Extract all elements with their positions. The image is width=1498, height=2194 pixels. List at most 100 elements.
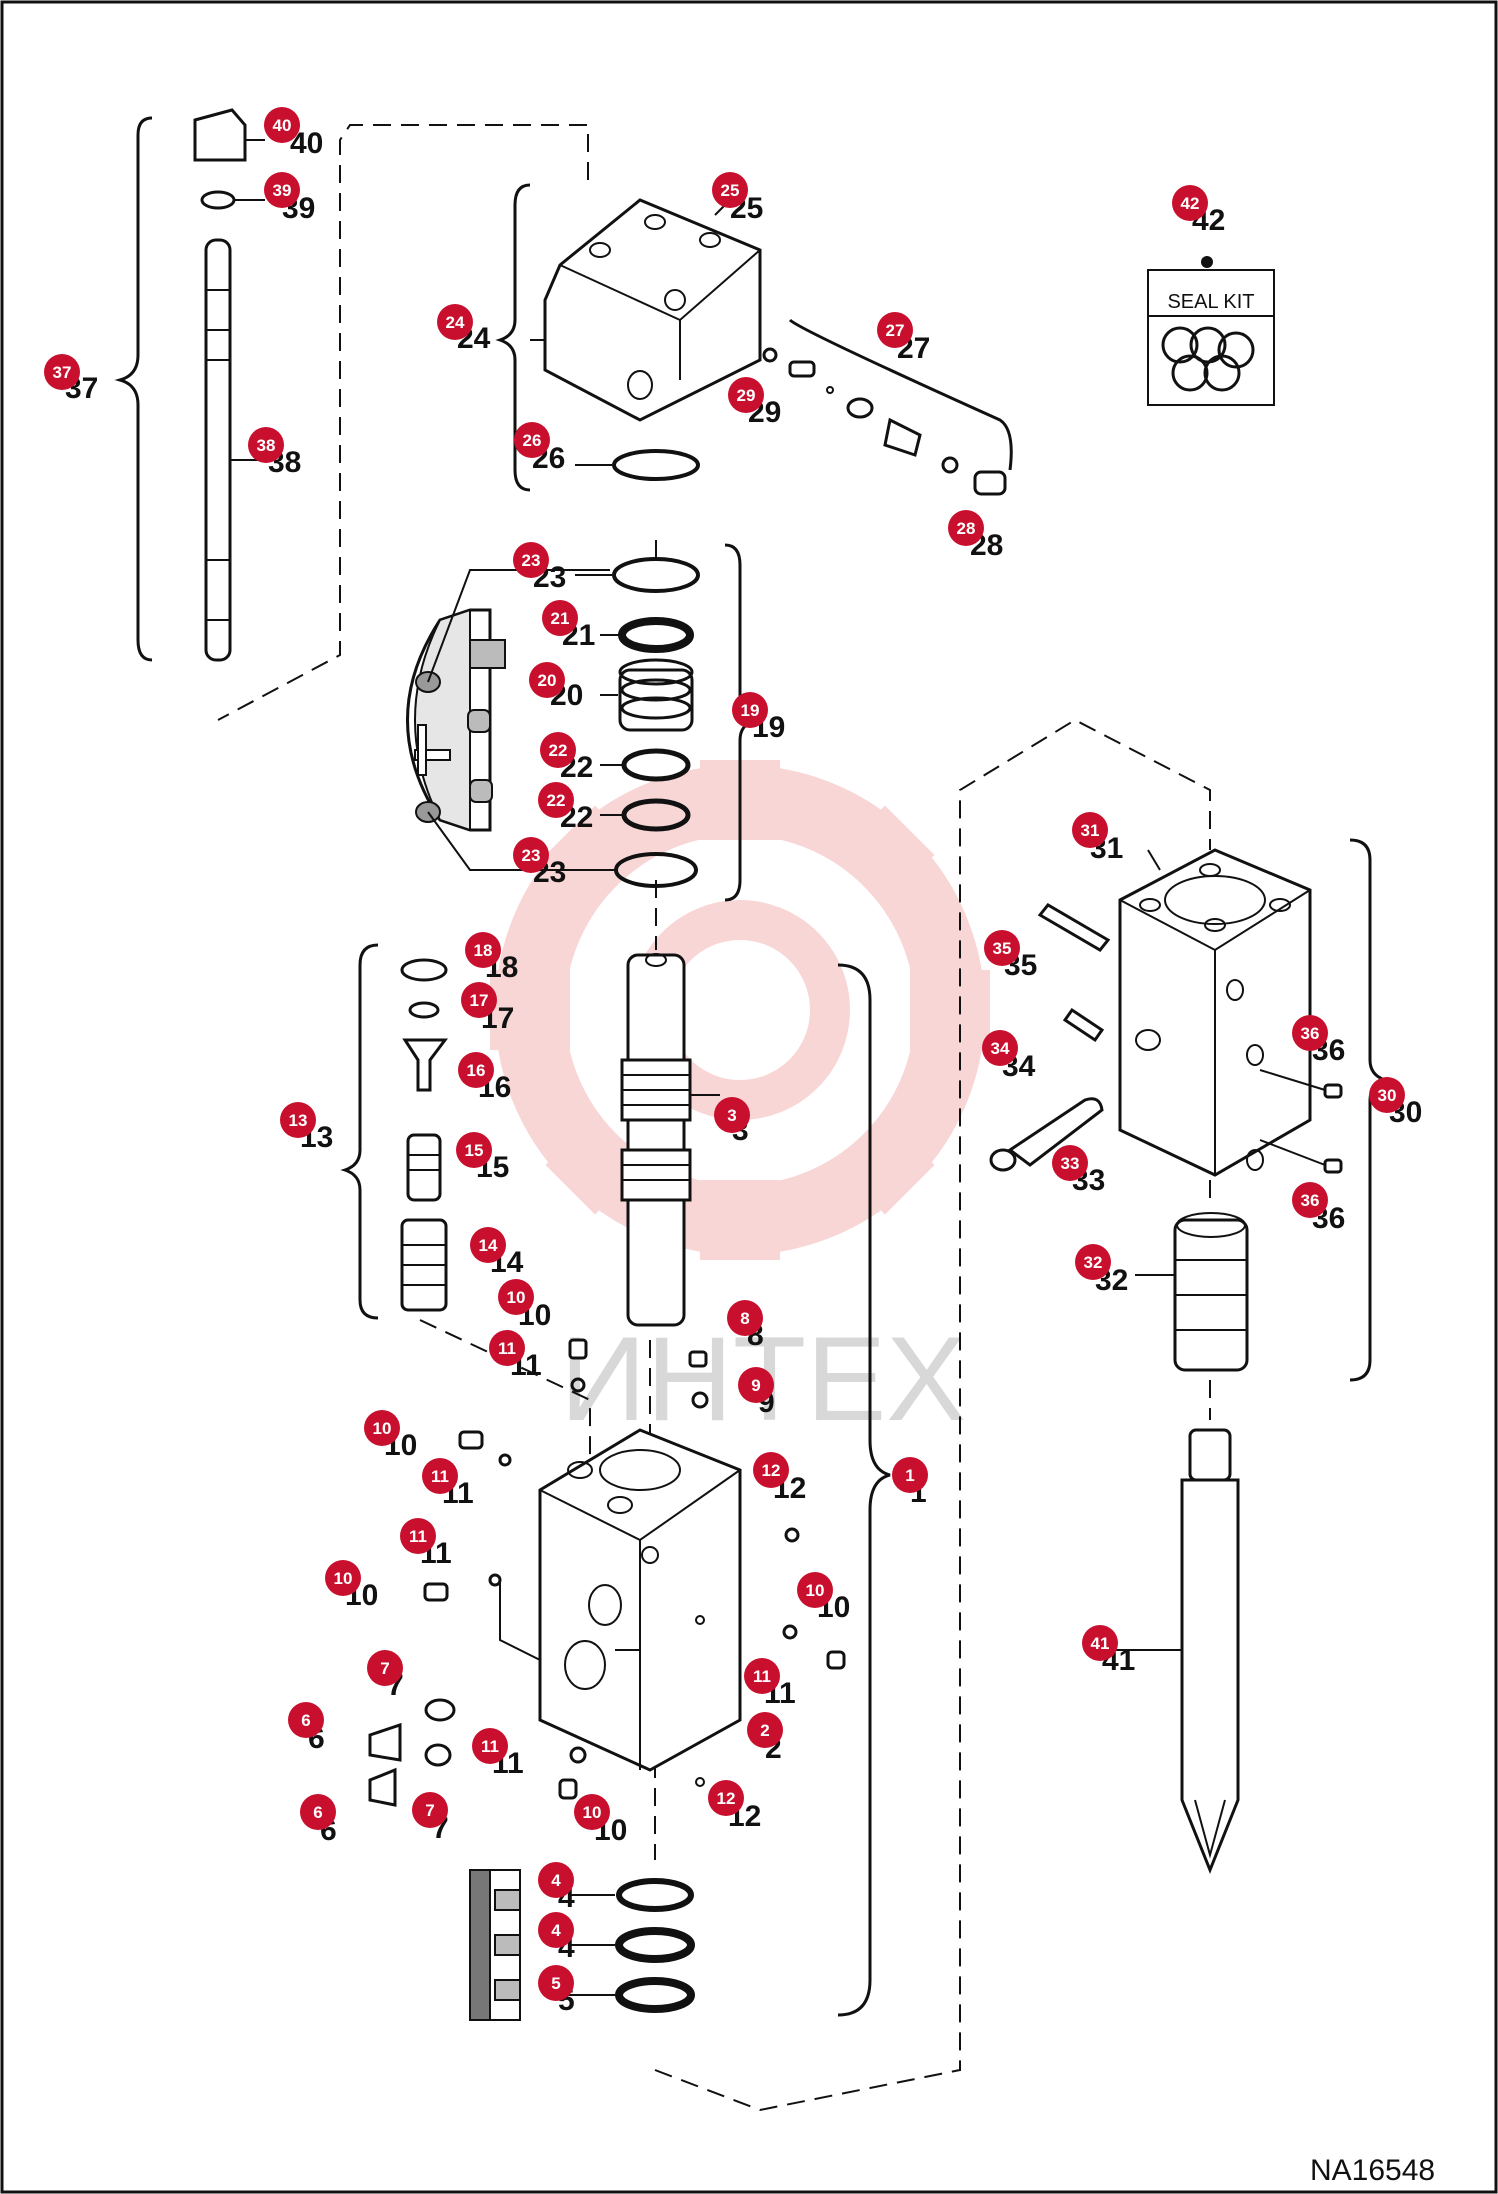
- callout-bubble-4b[interactable]: 4: [538, 1912, 574, 1948]
- callout-bubble-6a[interactable]: 6: [288, 1702, 324, 1738]
- brace-37: [114, 116, 153, 662]
- callout-bubble-20[interactable]: 20: [529, 662, 565, 698]
- callout-label: 13: [289, 1111, 308, 1130]
- callout-label: 4: [551, 1921, 561, 1940]
- callout-circle: [529, 662, 565, 698]
- callout-bubble-11a[interactable]: 11: [489, 1330, 525, 1366]
- callout-bubble-36a[interactable]: 36: [1292, 1015, 1328, 1051]
- callout-label: 9: [751, 1376, 760, 1395]
- callout-bubble-11b[interactable]: 11: [422, 1458, 458, 1494]
- callout-bubble-27[interactable]: 27: [877, 312, 913, 348]
- callout-bubble-2[interactable]: 2: [747, 1712, 783, 1748]
- callout-bubble-37[interactable]: 37: [44, 354, 80, 390]
- callout-bubble-10e[interactable]: 10: [574, 1794, 610, 1830]
- callout-bubble-10a[interactable]: 10: [498, 1279, 534, 1315]
- callout-label: 2: [760, 1721, 769, 1740]
- callout-bubble-10d[interactable]: 10: [797, 1572, 833, 1608]
- callout-bubble-7a[interactable]: 7: [367, 1650, 403, 1686]
- callout-circle: [264, 172, 300, 208]
- callout-label: 39: [273, 181, 292, 200]
- callout-label: 34: [991, 1039, 1010, 1058]
- callout-bubble-1[interactable]: 1: [892, 1457, 928, 1493]
- seal-kit-label: SEAL KIT: [1167, 291, 1254, 313]
- callout-bubble-22b[interactable]: 22: [538, 782, 574, 818]
- callout-circle: [728, 377, 764, 413]
- callout-bubble-3[interactable]: 3: [714, 1097, 750, 1133]
- callout-bubble-21[interactable]: 21: [542, 600, 578, 636]
- callout-bubble-24[interactable]: 24: [437, 304, 473, 340]
- callout-circle: [540, 732, 576, 768]
- callout-bubble-29[interactable]: 29: [728, 377, 764, 413]
- callout-bubble-23b[interactable]: 23: [513, 837, 549, 873]
- callout-circle: [574, 1794, 610, 1830]
- callout-label: 10: [373, 1419, 392, 1438]
- callout-bubble-42[interactable]: 42: [1172, 185, 1208, 221]
- callout-bubble-32[interactable]: 32: [1075, 1244, 1111, 1280]
- callout-bubble-28[interactable]: 28: [948, 510, 984, 546]
- callout-bubble-33[interactable]: 33: [1052, 1145, 1088, 1181]
- callout-bubble-9[interactable]: 9: [738, 1367, 774, 1403]
- callout-bubble-15[interactable]: 15: [456, 1132, 492, 1168]
- callout-bubble-8[interactable]: 8: [727, 1300, 763, 1336]
- callout-bubble-11d[interactable]: 11: [744, 1658, 780, 1694]
- callout-bubble-25[interactable]: 25: [712, 172, 748, 208]
- seal-stack-19: [612, 557, 700, 888]
- callout-label: 25: [721, 181, 740, 200]
- callout-bubble-16[interactable]: 16: [458, 1052, 494, 1088]
- callout-label: 12: [762, 1461, 781, 1480]
- callout-bubble-26[interactable]: 26: [514, 422, 550, 458]
- callout-bubble-17[interactable]: 17: [461, 982, 497, 1018]
- cylinder-block-2: [499, 1428, 742, 1772]
- callout-bubble-6b[interactable]: 6: [300, 1794, 336, 1830]
- callout-circle: [498, 1279, 534, 1315]
- callout-circle: [513, 837, 549, 873]
- callout-circle: [738, 1367, 774, 1403]
- callout-bubble-22a[interactable]: 22: [540, 732, 576, 768]
- callout-circle: [948, 510, 984, 546]
- callout-bubble-7b[interactable]: 7: [412, 1792, 448, 1828]
- callout-bubble-12b[interactable]: 12: [708, 1780, 744, 1816]
- callout-circle: [288, 1702, 324, 1738]
- callout-circle: [44, 354, 80, 390]
- callout-bubble-10c[interactable]: 10: [325, 1560, 361, 1596]
- callout-label: 8: [740, 1309, 749, 1328]
- callout-bubble-23a[interactable]: 23: [513, 542, 549, 578]
- callout-circle: [1082, 1625, 1118, 1661]
- callout-label: 19: [741, 701, 760, 720]
- callout-circle: [458, 1052, 494, 1088]
- callout-bubble-38[interactable]: 38: [248, 427, 284, 463]
- callout-label: 18: [474, 941, 493, 960]
- callout-bubble-30[interactable]: 30: [1369, 1077, 1405, 1113]
- callout-bubble-36b[interactable]: 36: [1292, 1182, 1328, 1218]
- callout-bubble-12a[interactable]: 12: [753, 1452, 789, 1488]
- callout-label: 36: [1301, 1191, 1320, 1210]
- callout-label: 10: [806, 1581, 825, 1600]
- drawing-code: NA16548: [1310, 2154, 1435, 2187]
- callout-bubble-31[interactable]: 31: [1072, 812, 1108, 848]
- callout-bubble-11e[interactable]: 11: [472, 1728, 508, 1764]
- callout-bubble-34[interactable]: 34: [982, 1030, 1018, 1066]
- callout-bubble-19[interactable]: 19: [732, 692, 768, 728]
- callout-bubble-4a[interactable]: 4: [538, 1862, 574, 1898]
- callout-bubble-35[interactable]: 35: [984, 930, 1020, 966]
- callout-bubble-18[interactable]: 18: [465, 932, 501, 968]
- callout-label: 32: [1084, 1253, 1103, 1272]
- callout-circle: [712, 172, 748, 208]
- callout-bubble-40[interactable]: 40: [264, 107, 300, 143]
- callout-bubble-14[interactable]: 14: [470, 1227, 506, 1263]
- callout-bubble-39[interactable]: 39: [264, 172, 300, 208]
- callout-label: 23: [522, 551, 541, 570]
- callout-bubble-11c[interactable]: 11: [400, 1518, 436, 1554]
- callout-bubble-10b[interactable]: 10: [364, 1410, 400, 1446]
- callout-layer: 4040393937373838252524242727292926262828…: [44, 107, 1422, 2017]
- callout-label: 37: [53, 363, 72, 382]
- callout-label: 21: [551, 609, 570, 628]
- callout-circle: [892, 1457, 928, 1493]
- callout-bubble-41[interactable]: 41: [1082, 1625, 1118, 1661]
- callout-bubble-13[interactable]: 13: [280, 1102, 316, 1138]
- callout-bubble-5[interactable]: 5: [538, 1965, 574, 2001]
- callout-circle: [400, 1518, 436, 1554]
